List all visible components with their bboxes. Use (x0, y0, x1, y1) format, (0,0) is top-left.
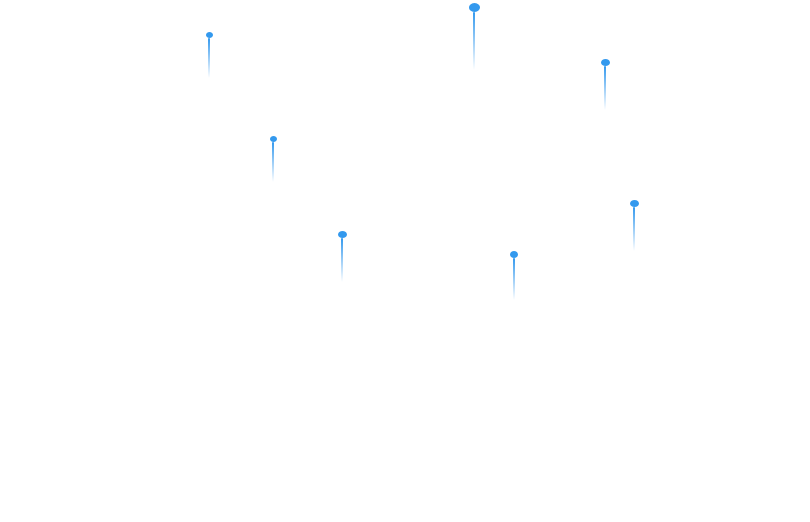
pin-head (468, 3, 480, 12)
pin-tail (272, 142, 274, 182)
location-pin-icon[interactable] (267, 136, 279, 182)
location-pin-icon[interactable] (336, 231, 348, 282)
pin-tail (473, 12, 475, 70)
pin-tail (208, 38, 210, 78)
pin-head (205, 32, 213, 38)
pin-head (510, 251, 518, 258)
pin-tail (513, 258, 515, 300)
location-pin-icon[interactable] (599, 59, 611, 110)
location-pin-icon[interactable] (203, 32, 215, 78)
pin-tail (341, 238, 343, 282)
location-pin-icon[interactable] (628, 200, 640, 251)
location-pin-icon[interactable] (508, 251, 520, 300)
location-pin-icon[interactable] (468, 3, 480, 70)
pin-head (337, 231, 347, 238)
pin-tail (633, 207, 635, 251)
pin-head (600, 59, 610, 66)
pin-tail (604, 66, 606, 110)
pin-head (629, 200, 639, 207)
pin-head (269, 136, 277, 142)
